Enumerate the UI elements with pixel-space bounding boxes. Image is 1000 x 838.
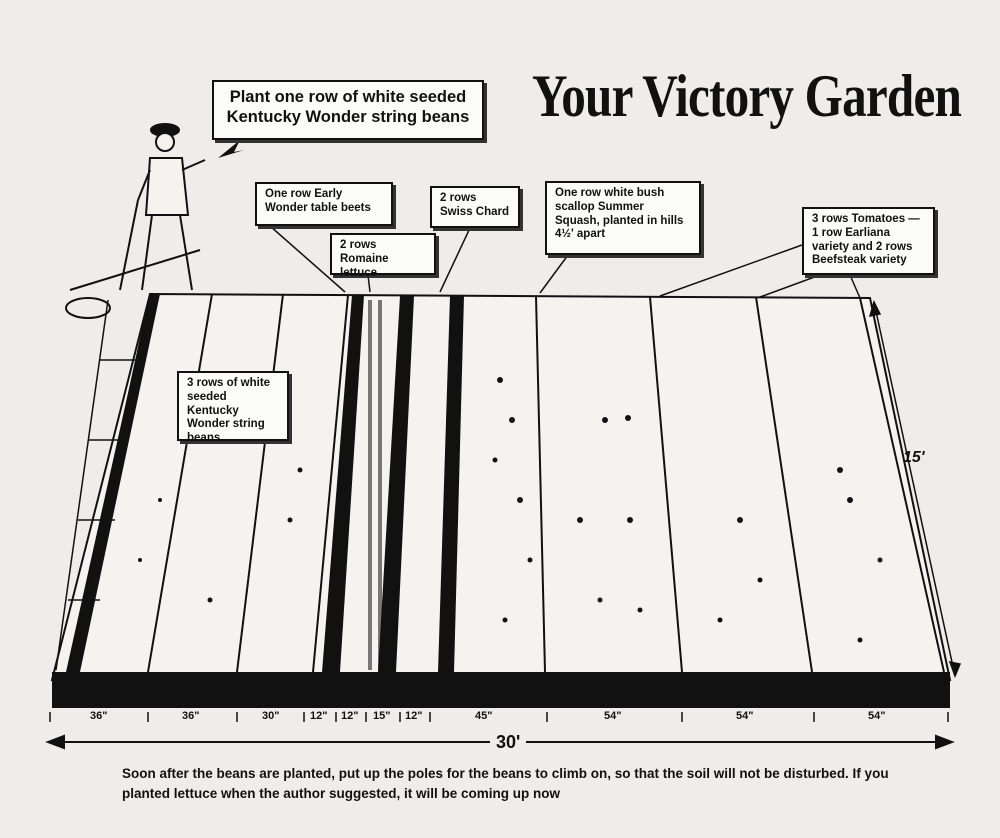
row-width-label: 54" — [868, 710, 886, 722]
gap-label: 10 — [66, 690, 77, 700]
seed-marks — [138, 377, 883, 643]
callout-romaine: 2 rows Romaine lettuce — [330, 233, 436, 279]
callout-chard: 2 rows Swiss Chard — [430, 186, 520, 228]
depth-label: 15' — [903, 449, 925, 466]
gardener-icon — [65, 123, 206, 319]
callout-squash: One row white bush scallop Summer Squash… — [545, 181, 701, 255]
callout-main-beans: Plant one row of white seeded Kentucky W… — [212, 80, 484, 140]
row-width-label: 12" — [310, 710, 328, 722]
lettuce-rows — [368, 300, 382, 670]
row-width-label: 30" — [262, 710, 280, 722]
gap-label: 12 — [376, 690, 387, 700]
arrow-icon — [218, 140, 244, 158]
bean-trellis — [55, 293, 151, 671]
dimension-ticks — [49, 712, 949, 722]
callout-beets: One row Early Wonder table beets — [255, 182, 393, 226]
row-width-label: 15" — [373, 710, 391, 722]
total-width-label: 30' — [490, 732, 527, 753]
depth-arrow — [868, 299, 962, 679]
row-width-label: 54" — [604, 710, 622, 722]
garden-plot — [50, 292, 952, 681]
row-width-label: 36" — [182, 710, 200, 722]
callout-three-bean-rows: 3 rows of white seeded Kentucky Wonder s… — [177, 371, 289, 444]
gap-label: 10 — [315, 690, 326, 700]
row-width-label: 12" — [405, 710, 423, 722]
row-width-label: 12" — [341, 710, 359, 722]
gap-label: 10 — [434, 690, 445, 700]
caption-text: Soon after the beans are planted, put up… — [122, 766, 889, 801]
row-width-label: 54" — [736, 710, 754, 722]
garden-base — [52, 672, 950, 708]
row-width-label: 36" — [90, 710, 108, 722]
row-width-label: 45" — [475, 710, 493, 722]
page-title: Your Victory Garden — [532, 63, 962, 129]
leader-lines — [269, 225, 861, 299]
callout-tomatoes: 3 rows Tomatoes — 1 row Earliana variety… — [802, 207, 935, 275]
